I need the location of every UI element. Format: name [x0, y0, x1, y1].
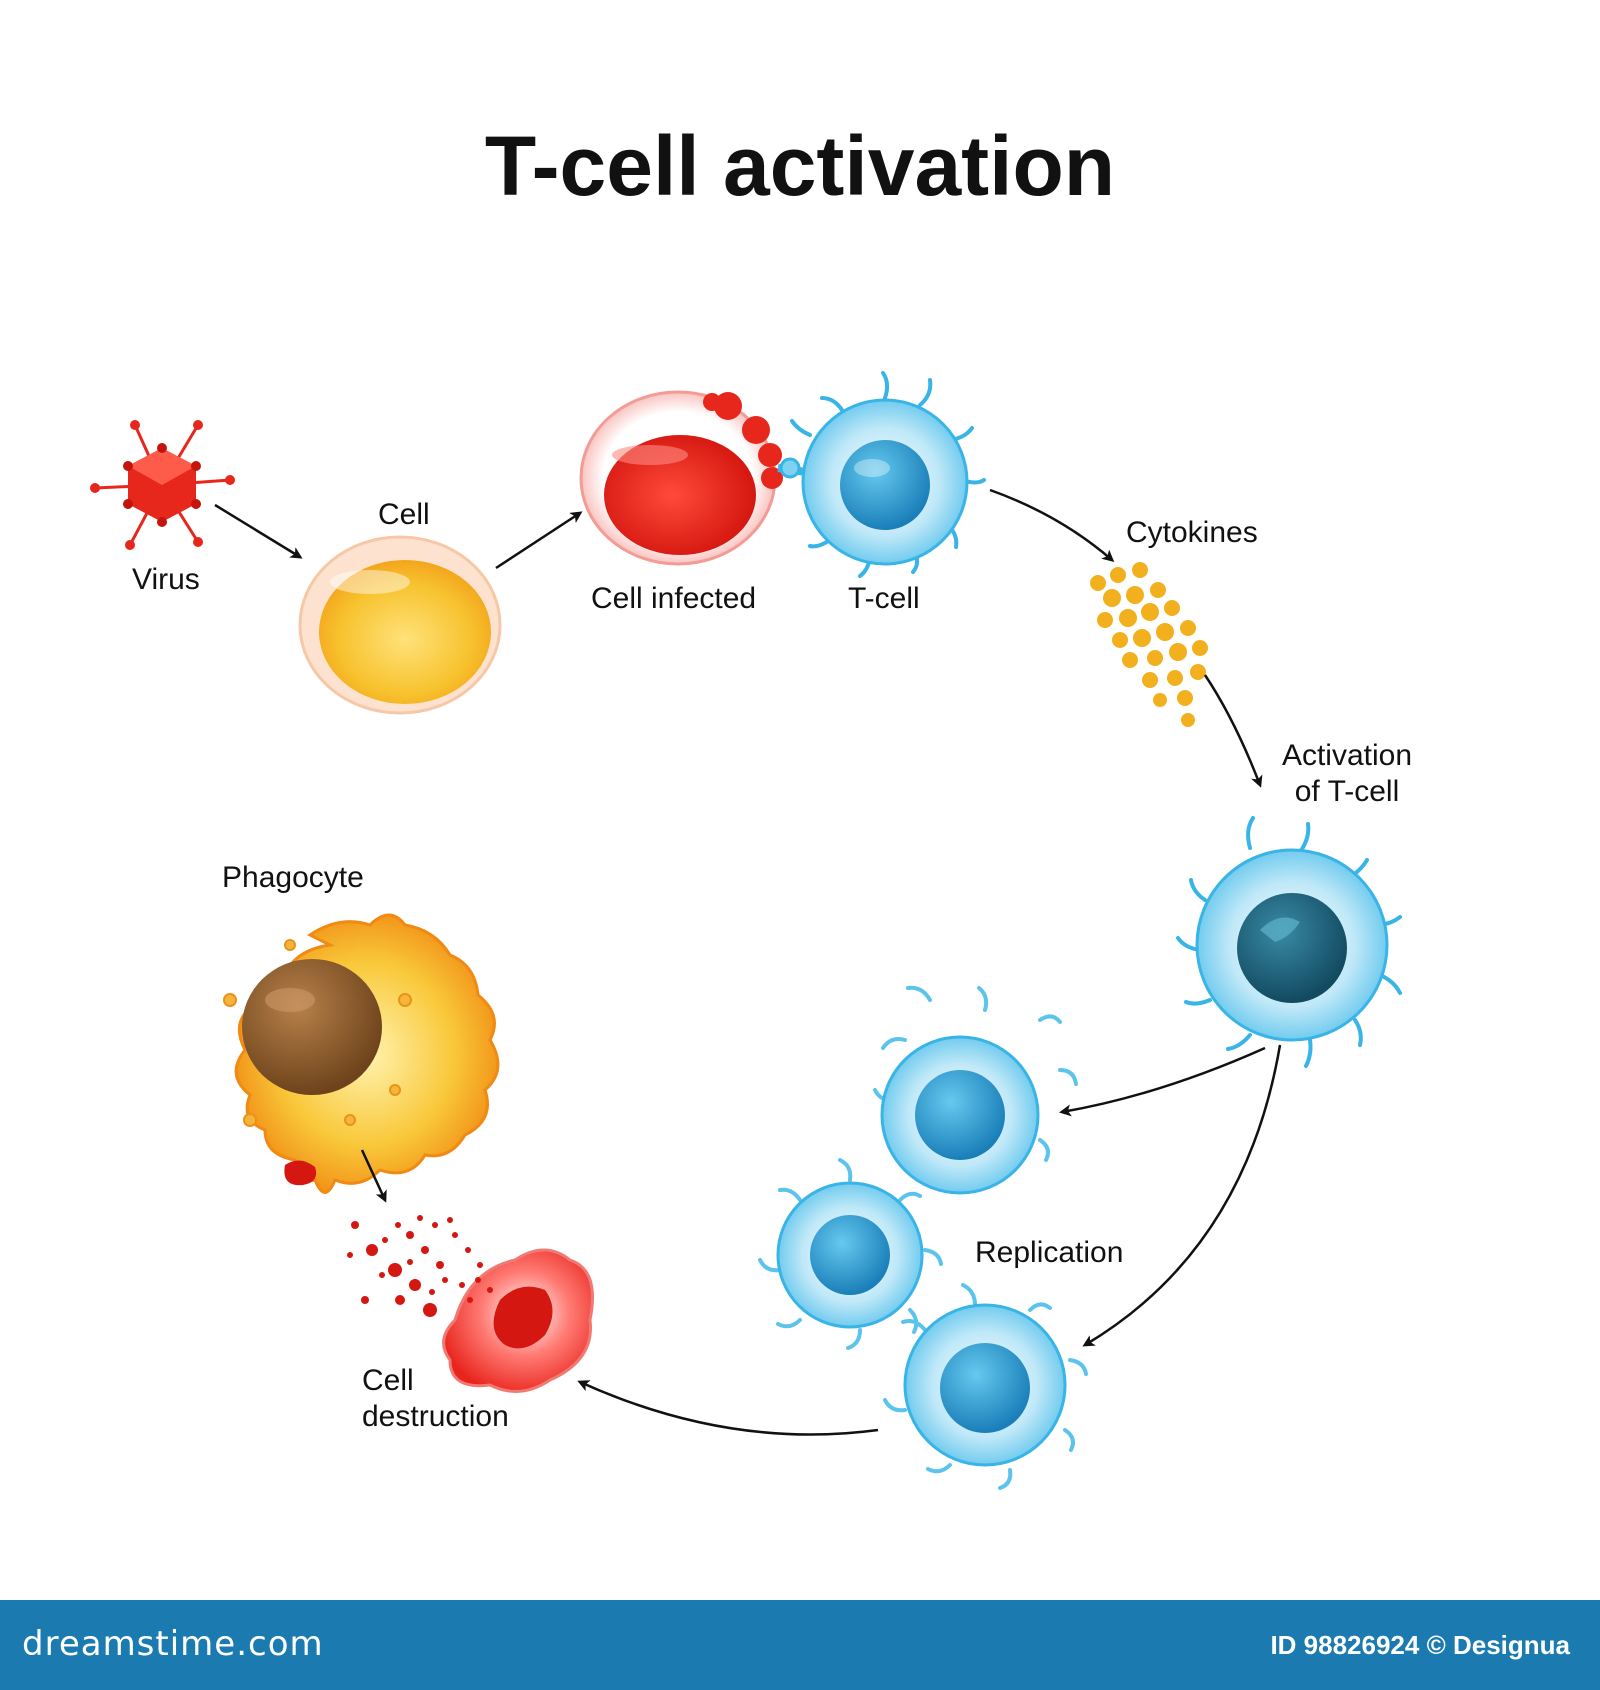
label-cell: Cell [378, 498, 430, 531]
footer-site-logo[interactable]: dreamstime.com [22, 1624, 324, 1664]
label-replication: Replication [975, 1236, 1124, 1269]
phagocyte-icon [223, 913, 500, 1194]
arrow-activation-to-replica-top [1059, 1046, 1266, 1117]
destroyed-cell-icon [347, 1215, 594, 1393]
label-activation: Activation of T-cell [1272, 738, 1422, 810]
t-cell-replica-3 [883, 1283, 1088, 1490]
label-destruction-line1: Cell [362, 1364, 414, 1397]
footer-bar: dreamstime.com ID 98826924 © Designua [0, 1600, 1600, 1690]
arrow-tcell-to-cytokines [989, 488, 1115, 562]
label-destruction: Cell destruction [362, 1363, 509, 1435]
label-cytokines: Cytokines [1126, 516, 1258, 549]
label-t-cell: T-cell [848, 582, 920, 615]
footer-credit: ID 98826924 © Designua [1270, 1630, 1570, 1660]
infected-cell-icon [579, 390, 783, 566]
cell-icon [298, 535, 502, 715]
debris-particles [347, 1215, 493, 1317]
arrow-phagocyte-to-destruction [360, 1149, 387, 1203]
label-cell-infected: Cell infected [591, 582, 757, 615]
t-cell-replica-2 [758, 1158, 943, 1350]
flow-arrows [214, 488, 1282, 1436]
diagram-canvas [90, 371, 1402, 1490]
t-cell-icon [790, 371, 986, 578]
receptor-link [777, 457, 806, 479]
label-virus: Virus [132, 563, 200, 596]
activated-t-cell-icon [1176, 816, 1402, 1068]
label-activation-line2: of T-cell [1294, 775, 1400, 808]
arrow-replica-to-destruction [577, 1380, 879, 1436]
virus-icon [90, 420, 235, 550]
arrow-virus-to-cell [214, 503, 303, 559]
label-destruction-line2: destruction [362, 1400, 509, 1433]
label-phagocyte: Phagocyte [222, 861, 364, 894]
arrow-cell-to-infected [495, 511, 583, 570]
label-activation-line1: Activation [1281, 739, 1413, 772]
page-title: T-cell activation [484, 119, 1116, 213]
arrow-activation-to-replica-bottom [1082, 1044, 1282, 1347]
t-cell-replica-1 [873, 985, 1078, 1195]
arrow-cytokines-to-activation [1203, 674, 1263, 788]
cytokines-icon [1090, 562, 1208, 727]
